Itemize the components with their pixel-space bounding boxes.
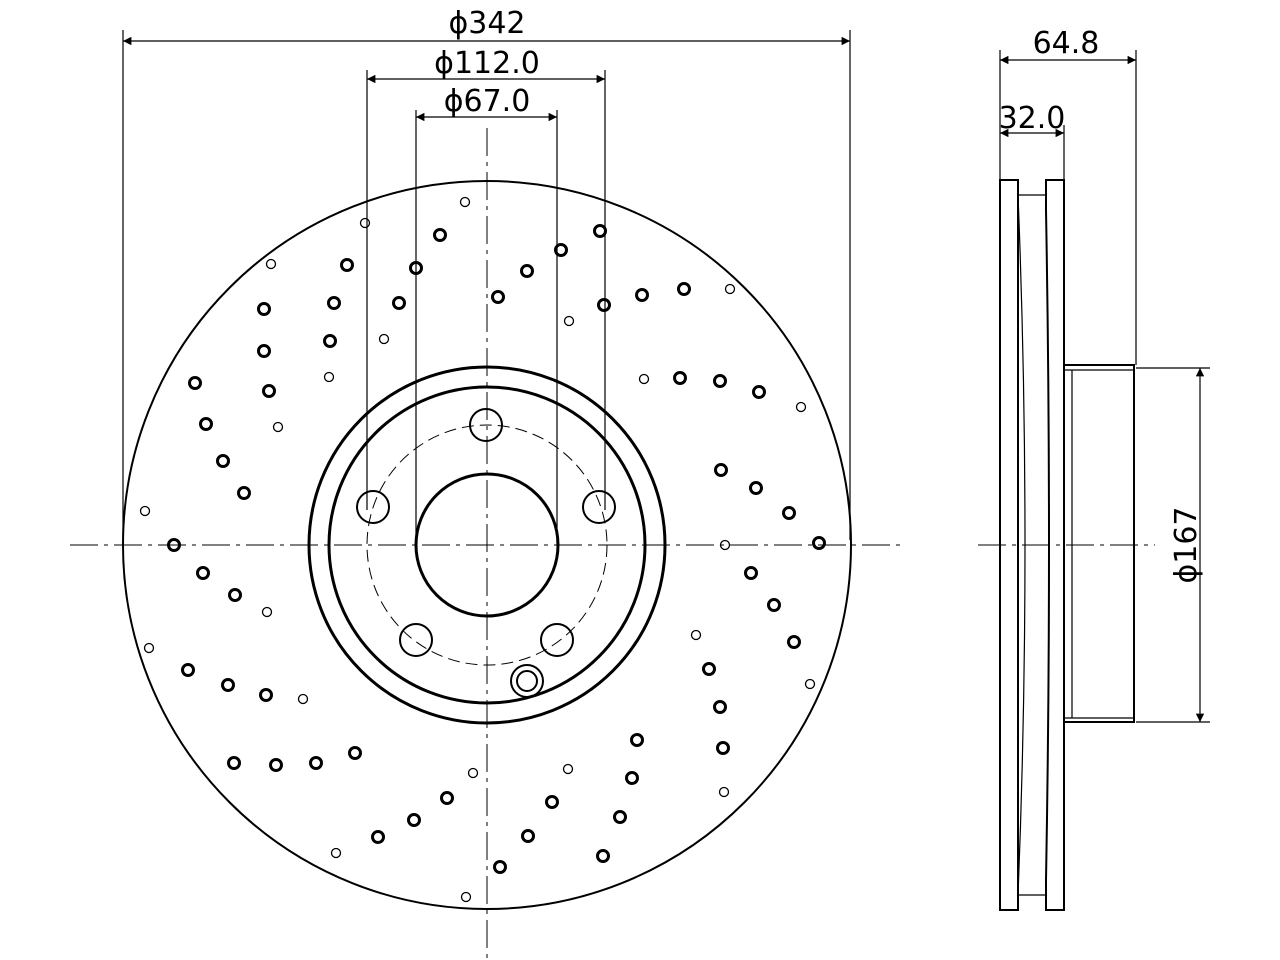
bolt-hole xyxy=(356,490,390,524)
drill-hole xyxy=(167,538,181,552)
drill-hole xyxy=(713,700,727,714)
drill-hole-small xyxy=(359,217,371,229)
drill-hole-small xyxy=(718,786,730,798)
drill-hole xyxy=(593,224,607,238)
drill-hole xyxy=(713,374,727,388)
drill-hole xyxy=(749,481,763,495)
drill-hole xyxy=(227,756,241,770)
drill-hole xyxy=(407,813,421,827)
disc-cross-section-inner xyxy=(1045,179,1065,911)
drill-hole xyxy=(625,771,639,785)
drill-hole-small xyxy=(330,847,342,859)
drill-hole xyxy=(752,385,766,399)
drill-hole xyxy=(269,758,283,772)
bolt-hole xyxy=(399,623,433,657)
drill-hole-small xyxy=(638,373,650,385)
drill-hole xyxy=(493,860,507,874)
drill-hole-small xyxy=(460,891,472,903)
disc-outer-edge xyxy=(122,180,852,910)
drill-hole-small xyxy=(459,196,471,208)
drill-hole xyxy=(309,756,323,770)
drill-hole xyxy=(520,264,534,278)
drill-hole xyxy=(744,566,758,580)
locating-screw-hole xyxy=(510,664,544,698)
drill-hole-small xyxy=(467,767,479,779)
drill-hole xyxy=(237,486,251,500)
drill-hole xyxy=(554,243,568,257)
drill-hole-small xyxy=(563,315,575,327)
drill-hole xyxy=(702,662,716,676)
drill-hole xyxy=(221,678,235,692)
drill-hole-small xyxy=(265,258,277,270)
drill-hole-small xyxy=(795,401,807,413)
drill-hole-small xyxy=(261,606,273,618)
drill-hole-small xyxy=(143,642,155,654)
drill-hole xyxy=(257,302,271,316)
drill-hole-small xyxy=(690,629,702,641)
drill-hole-small xyxy=(272,421,284,433)
drill-hole xyxy=(787,635,801,649)
side-view: 64.8 32.0 ϕ167 xyxy=(978,26,1210,911)
drill-hole xyxy=(521,829,535,843)
drill-hole xyxy=(181,663,195,677)
disc-thickness-label: 32.0 xyxy=(999,101,1066,136)
bolt-hole xyxy=(469,408,503,442)
drill-hole-small xyxy=(378,333,390,345)
drill-hole-small xyxy=(562,763,574,775)
drill-hole-small xyxy=(297,693,309,705)
drill-hole xyxy=(323,334,337,348)
vane-curve xyxy=(1017,194,1026,896)
hat-profile xyxy=(1064,364,1135,723)
drill-hole-small xyxy=(719,539,731,551)
drill-hole xyxy=(597,298,611,312)
hat-diameter-label: ϕ167 xyxy=(1169,506,1204,583)
drill-hole-small xyxy=(724,283,736,295)
drill-hole xyxy=(196,566,210,580)
drill-hole xyxy=(545,795,559,809)
drill-hole xyxy=(677,282,691,296)
drill-hole-small xyxy=(804,678,816,690)
drill-hole xyxy=(673,371,687,385)
drill-hole xyxy=(714,463,728,477)
drill-hole xyxy=(216,454,230,468)
drill-hole xyxy=(348,746,362,760)
drill-hole xyxy=(812,536,826,550)
bolt-hole xyxy=(582,490,616,524)
drill-hole xyxy=(199,417,213,431)
drill-hole xyxy=(392,296,406,310)
hat-outer-ring xyxy=(307,365,667,725)
front-view: ϕ342 ϕ112.0 ϕ67.0 xyxy=(70,6,905,960)
drill-hole xyxy=(228,588,242,602)
drill-hole xyxy=(782,506,796,520)
drill-hole xyxy=(767,598,781,612)
drill-hole xyxy=(433,228,447,242)
drill-hole xyxy=(716,741,730,755)
drill-hole xyxy=(259,688,273,702)
bolt-hole xyxy=(540,623,574,657)
drill-hole xyxy=(371,830,385,844)
drill-hole xyxy=(440,791,454,805)
drill-hole xyxy=(327,296,341,310)
hat-inner-ring xyxy=(327,385,647,705)
disc-cross-section xyxy=(999,179,1019,911)
drill-hole xyxy=(491,290,505,304)
drill-hole xyxy=(596,849,610,863)
drill-hole xyxy=(188,376,202,390)
drill-holes xyxy=(139,196,826,903)
bolt-holes xyxy=(356,408,616,657)
drill-hole-small xyxy=(139,505,151,517)
drill-hole-small xyxy=(323,371,335,383)
drill-hole xyxy=(630,733,644,747)
center-bore-label: ϕ67.0 xyxy=(444,84,531,119)
drill-hole xyxy=(257,344,271,358)
total-height-label: 64.8 xyxy=(1033,26,1100,61)
bolt-circle-label: ϕ112.0 xyxy=(434,46,540,81)
drill-hole xyxy=(340,258,354,272)
drill-hole xyxy=(262,384,276,398)
outer-diameter-label: ϕ342 xyxy=(448,6,525,41)
drill-hole xyxy=(635,288,649,302)
bolt-circle xyxy=(366,424,608,666)
drill-hole xyxy=(613,810,627,824)
